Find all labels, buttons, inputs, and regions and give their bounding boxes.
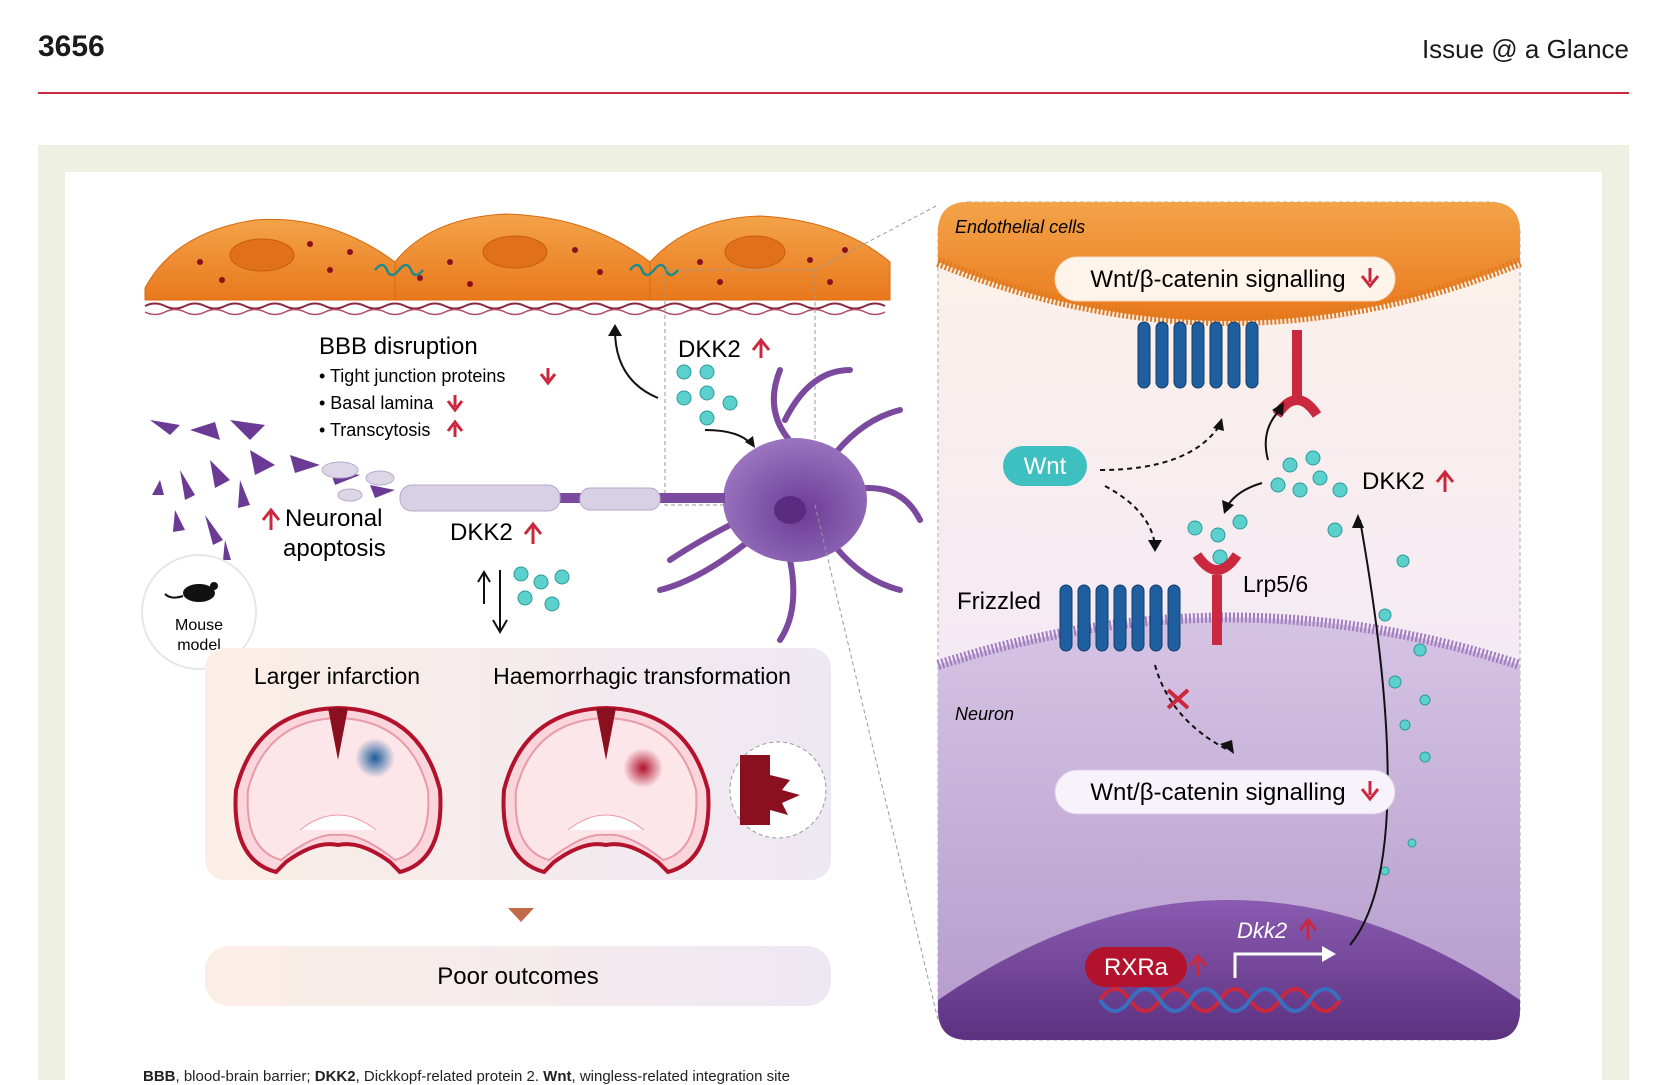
larger-infarction-label: Larger infarction bbox=[254, 663, 420, 689]
rxra-pill bbox=[1085, 947, 1187, 987]
haemorrhagic-label: Haemorrhagic transformation bbox=[493, 663, 791, 689]
header-rule bbox=[38, 92, 1629, 94]
mouse-icon bbox=[183, 584, 215, 602]
bbb-item-transcytosis: • Transcytosis bbox=[319, 420, 430, 440]
dkk2-label-mid: DKK2 bbox=[450, 519, 513, 546]
bbb-item-tight-junction: • Tight junction proteins bbox=[319, 366, 505, 386]
bbb-item-basal-lamina: • Basal lamina bbox=[319, 393, 434, 413]
wnt-pill bbox=[1003, 446, 1087, 486]
up-arrow-icon bbox=[523, 521, 543, 544]
brain-haemorrhage-illustration bbox=[501, 705, 711, 875]
section-title: Issue @ a Glance bbox=[1421, 34, 1629, 64]
dkk2-particles-inset bbox=[1187, 450, 1431, 876]
curved-arrow bbox=[614, 329, 659, 399]
up-arrow-icon bbox=[751, 337, 771, 358]
dkk2-label-top: DKK2 bbox=[678, 336, 741, 363]
neuron-label: Neuron bbox=[955, 704, 1014, 724]
signal-label-top: Wnt/β-catenin signalling bbox=[1090, 266, 1345, 293]
signal-pill-bottom bbox=[1054, 769, 1396, 815]
rxra-label: RXRa bbox=[1104, 954, 1169, 981]
mouse-label-line2: model bbox=[177, 637, 221, 654]
dkk2-gene-label: Dkk2 bbox=[1237, 918, 1287, 943]
up-arrow-icon bbox=[1435, 469, 1455, 492]
wnt-label: Wnt bbox=[1024, 453, 1067, 480]
dna-helix bbox=[1098, 987, 1342, 1013]
frizzled-label: Frizzled bbox=[957, 588, 1041, 615]
caption-wnt-def: , wingless-related integration site bbox=[571, 1068, 790, 1085]
up-arrow-icon bbox=[1188, 953, 1208, 976]
down-arrow-icon bbox=[1360, 268, 1380, 289]
zoom-box bbox=[664, 269, 816, 506]
lrp-label: Lrp5/6 bbox=[1243, 571, 1308, 597]
endothelial-cells bbox=[144, 213, 891, 316]
neuronal-line1: Neuronal bbox=[285, 505, 382, 532]
blocked-icon bbox=[1166, 688, 1190, 710]
vessel-rupture-inset bbox=[729, 741, 827, 839]
page-number: 3656 bbox=[38, 30, 105, 63]
mouse-label-line1: Mouse bbox=[175, 617, 223, 634]
dkk2-label-inset: DKK2 bbox=[1362, 468, 1425, 495]
neuron bbox=[399, 367, 923, 643]
transcription-arrow bbox=[1233, 952, 1325, 978]
signal-label-bottom: Wnt/β-catenin signalling bbox=[1090, 779, 1345, 806]
down-arrow-icon bbox=[539, 368, 557, 386]
frizzled-receptor-bottom bbox=[1059, 584, 1181, 652]
up-arrow-icon bbox=[446, 419, 464, 437]
dkk2-particles-top bbox=[676, 364, 738, 426]
signal-pill-top bbox=[1054, 256, 1396, 302]
caption-dkk-def: , Dickkopf-related protein 2. bbox=[355, 1068, 544, 1085]
caption-bbb-def: , blood-brain barrier; bbox=[175, 1068, 315, 1085]
dkk2-particles-mid bbox=[513, 566, 570, 612]
poor-outcomes-box bbox=[205, 946, 831, 1006]
endothelial-label: Endothelial cells bbox=[955, 217, 1085, 237]
neuronal-line2: apoptosis bbox=[283, 535, 386, 562]
frizzled-receptor-top bbox=[1137, 321, 1259, 389]
mouse-model-badge bbox=[141, 554, 257, 670]
caption-dkk-abbr: DKK2 bbox=[314, 1068, 356, 1085]
down-arrow-icon bbox=[508, 908, 534, 922]
myelin-fragments bbox=[321, 461, 395, 502]
up-arrow-icon bbox=[261, 507, 281, 530]
figure-caption: BBB, blood-brain barrier; DKK2, Dickkopf… bbox=[143, 1068, 790, 1085]
caption-bbb-abbr: BBB bbox=[143, 1068, 176, 1085]
brain-infarction-illustration bbox=[233, 705, 443, 875]
poor-outcomes-label: Poor outcomes bbox=[437, 963, 598, 990]
caption-wnt-abbr: Wnt bbox=[543, 1068, 572, 1085]
bbb-title: BBB disruption bbox=[319, 333, 478, 360]
down-arrow-icon bbox=[1360, 781, 1380, 802]
fragmented-axon bbox=[150, 420, 395, 560]
lrp-receptor-bottom bbox=[1192, 552, 1242, 645]
down-arrow-icon bbox=[446, 395, 464, 413]
up-arrow-icon bbox=[1298, 917, 1318, 940]
